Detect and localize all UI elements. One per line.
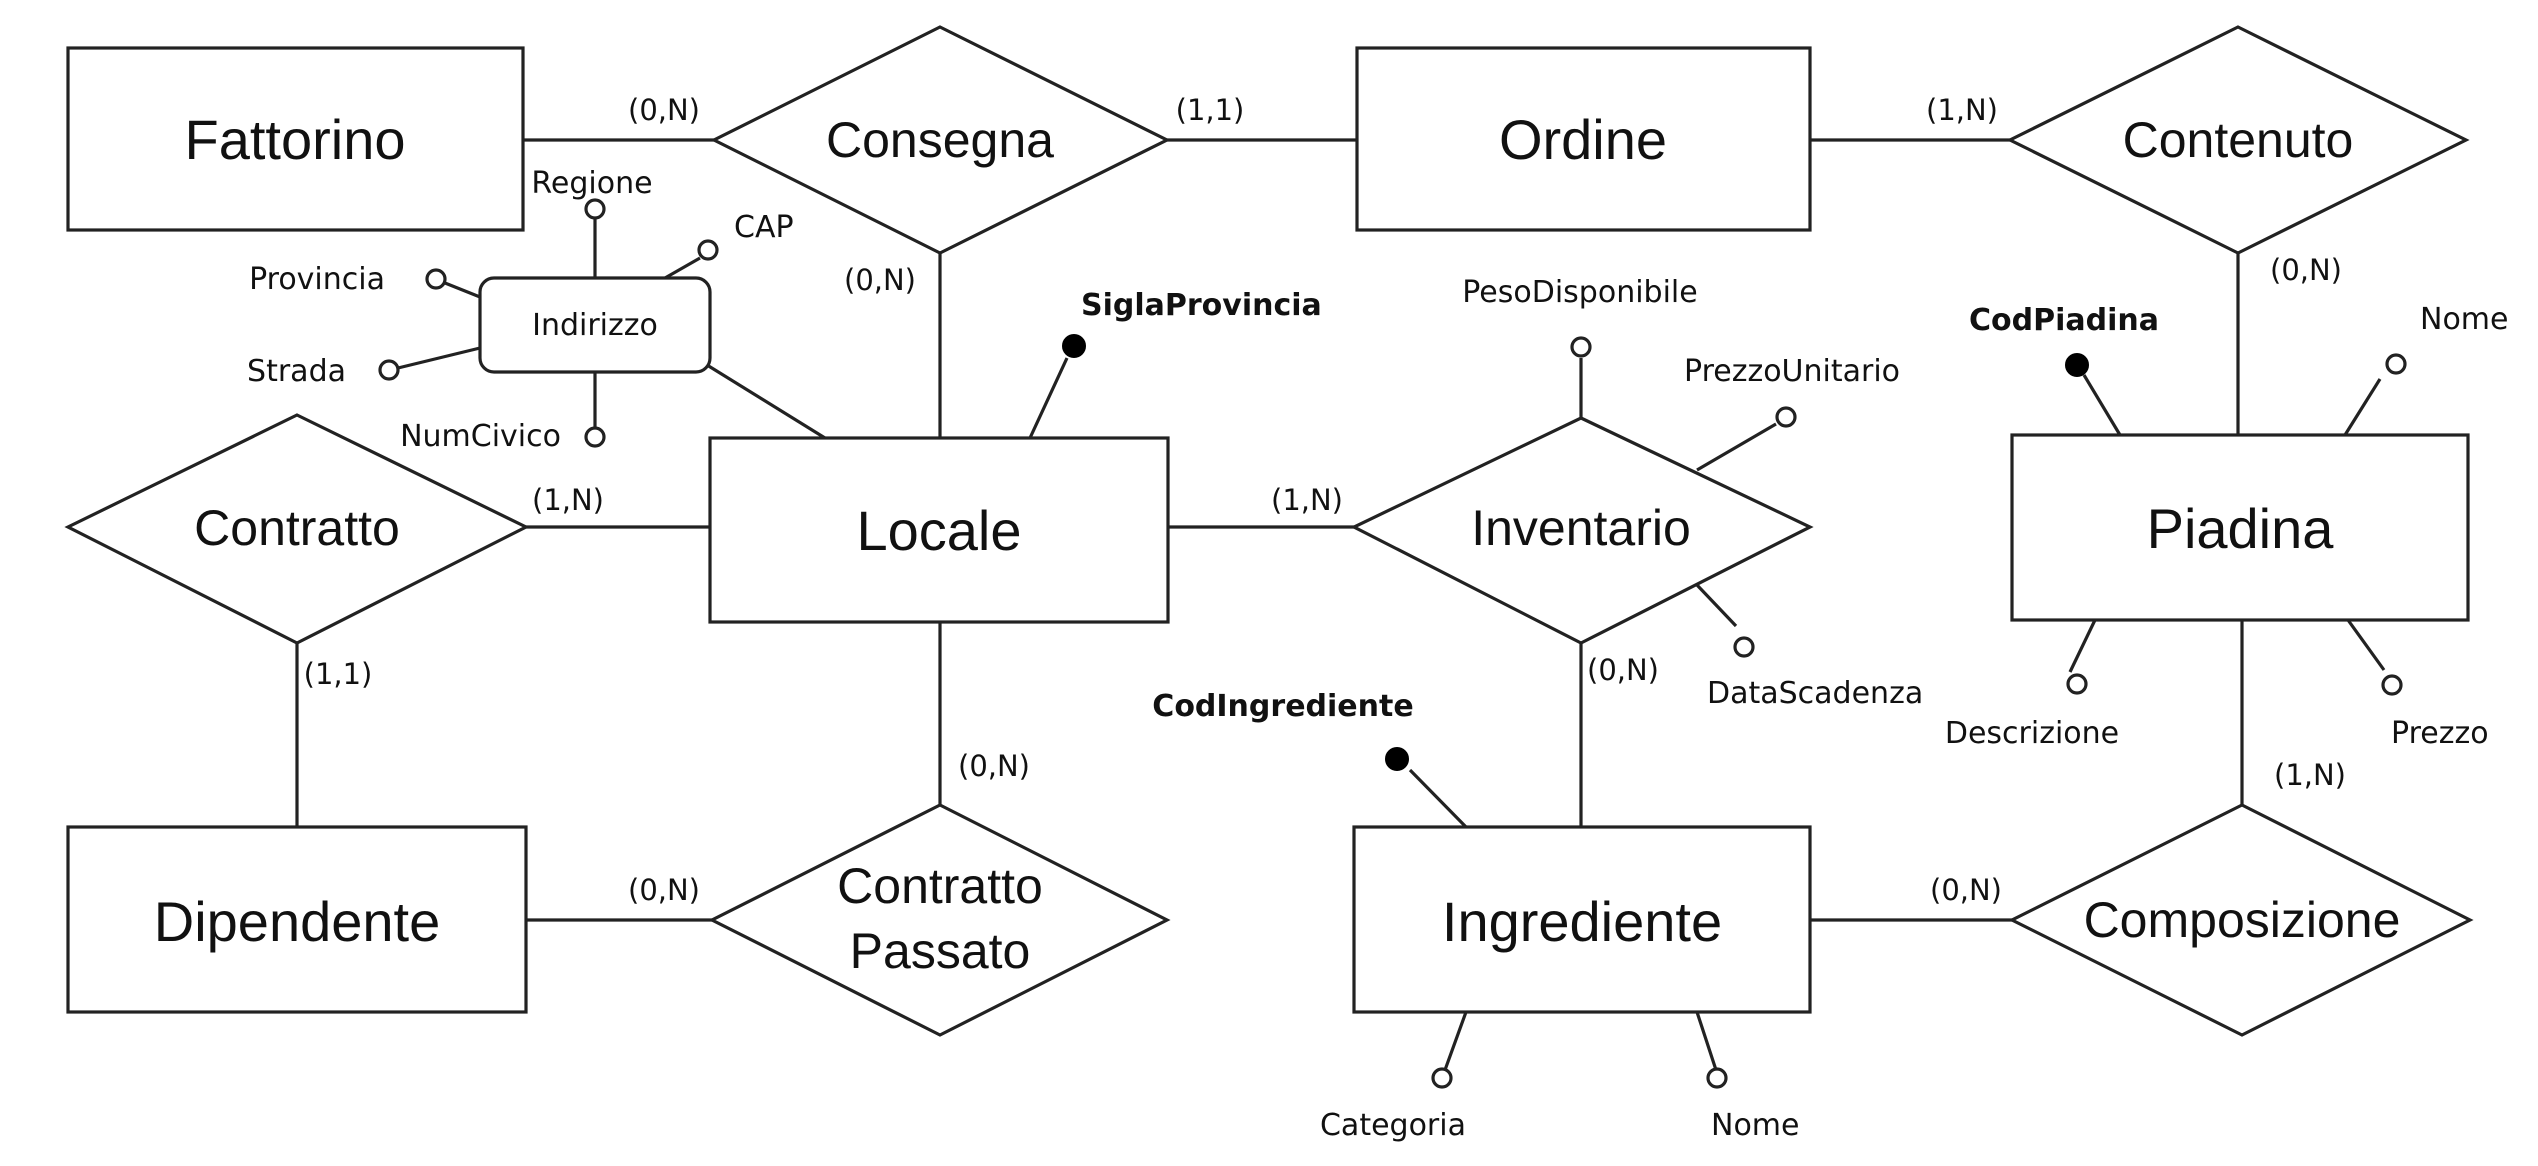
- cardinality-inventario-ingrediente: (0,N): [1587, 653, 1659, 687]
- attribute-strada-marker: [378, 359, 400, 381]
- relationship-contenuto-label: Contenuto: [2123, 112, 2354, 168]
- cardinality-consegna-ordine: (1,1): [1176, 93, 1245, 127]
- attribute-pesodisponibile-label: PesoDisponibile: [1462, 275, 1697, 310]
- attribute-provincia-marker: [425, 268, 447, 290]
- line-prezzo: [2346, 619, 2386, 671]
- attribute-categoria-label: Categoria: [1320, 1108, 1466, 1143]
- attribute-datascadenza-label: DataScadenza: [1707, 676, 1923, 711]
- entity-dipendente-label: Dipendente: [154, 890, 440, 953]
- cardinality-locale-inventario: (1,N): [1271, 483, 1343, 517]
- cardinality-locale-contrattopassato: (0,N): [958, 749, 1030, 783]
- cardinality-contratto-dipendente: (1,1): [304, 657, 373, 691]
- line-indirizzo-strada: [397, 346, 481, 370]
- relationship-composizione[interactable]: Composizione: [2008, 803, 2474, 1037]
- entity-piadina[interactable]: Piadina: [2010, 433, 2470, 622]
- attribute-strada-label: Strada: [247, 354, 346, 389]
- attribute-cap-marker: [697, 239, 719, 261]
- entity-locale-label: Locale: [856, 499, 1021, 562]
- connection-lines: [295, 138, 2386, 1071]
- line-codingrediente: [1408, 768, 1468, 829]
- relationship-consegna[interactable]: Consegna: [710, 25, 1171, 255]
- entity-piadina-label: Piadina: [2147, 497, 2335, 560]
- attribute-prezzounitario-label: PrezzoUnitario: [1684, 354, 1900, 389]
- attribute-prezzo-marker: [2381, 674, 2403, 696]
- key-attribute-codingrediente-marker: [1385, 747, 1409, 771]
- relationship-consegna-label: Consegna: [826, 112, 1054, 168]
- entity-ingrediente[interactable]: Ingrediente: [1352, 825, 1812, 1014]
- relationship-composizione-label: Composizione: [2084, 892, 2401, 948]
- relationship-contratto-passato-label-line2: Passato: [850, 923, 1031, 979]
- relationship-contratto-passato[interactable]: Contratto Passato: [708, 803, 1171, 1037]
- attribute-regione-marker: [584, 198, 606, 220]
- entity-locale[interactable]: Locale: [708, 436, 1170, 624]
- line-prezzounitario: [1696, 422, 1777, 472]
- key-attribute-codingrediente-label: CodIngrediente: [1152, 689, 1413, 724]
- composite-attribute-indirizzo[interactable]: Indirizzo: [478, 276, 712, 374]
- attribute-labels: Regione CAP Provincia Strada NumCivico S…: [247, 166, 2508, 1143]
- line-indirizzo-cap: [664, 256, 701, 280]
- attribute-datascadenza-marker: [1733, 636, 1755, 658]
- entity-fattorino-label: Fattorino: [185, 108, 406, 171]
- entity-ordine-label: Ordine: [1499, 108, 1667, 171]
- attribute-nome-piadina-marker: [2385, 353, 2407, 375]
- cardinality-ordine-contenuto: (1,N): [1926, 93, 1998, 127]
- relationship-inventario[interactable]: Inventario: [1350, 416, 1814, 645]
- line-descrizione: [2068, 619, 2097, 673]
- relationship-contratto[interactable]: Contratto: [64, 413, 530, 645]
- key-attribute-codpiadina-marker: [2065, 353, 2089, 377]
- line-nome-piadina: [2343, 378, 2382, 436]
- line-categoria: [1443, 1011, 1468, 1071]
- attribute-provincia-label: Provincia: [249, 262, 385, 297]
- entity-dipendente[interactable]: Dipendente: [66, 825, 528, 1014]
- attribute-prezzo-label: Prezzo: [2391, 716, 2489, 751]
- attribute-numcivico-label: NumCivico: [400, 419, 561, 454]
- cardinality-contratto-locale: (1,N): [532, 483, 604, 517]
- entity-ordine[interactable]: Ordine: [1355, 46, 1812, 232]
- attribute-numcivico-marker: [584, 426, 606, 448]
- attribute-regione-label: Regione: [531, 166, 652, 201]
- cardinality-consegna-locale: (0,N): [844, 263, 916, 297]
- line-siglaprovincia: [1028, 357, 1069, 439]
- line-nome-ingrediente: [1695, 1011, 1718, 1071]
- attribute-markers: [378, 198, 2407, 1089]
- attribute-descrizione-label: Descrizione: [1945, 716, 2119, 751]
- relationship-contenuto[interactable]: Contenuto: [2006, 25, 2470, 255]
- attribute-prezzounitario-marker: [1775, 406, 1797, 428]
- attribute-nome-piadina-label: Nome: [2420, 302, 2508, 337]
- cardinality-fattorino-consegna: (0,N): [628, 93, 700, 127]
- line-indirizzo-provincia: [444, 281, 481, 299]
- attribute-pesodisponibile-marker: [1570, 336, 1592, 358]
- cardinality-labels: (0,N) (1,1) (0,N) (1,N) (0,N) (1,N) (1,1…: [304, 93, 2346, 907]
- relationship-inventario-label: Inventario: [1471, 500, 1691, 556]
- composite-attribute-indirizzo-label: Indirizzo: [532, 308, 658, 343]
- entity-ingrediente-label: Ingrediente: [1442, 890, 1722, 953]
- key-attribute-siglaprovincia-marker: [1062, 334, 1086, 358]
- key-attribute-codpiadina-label: CodPiadina: [1969, 303, 2159, 338]
- relationship-contratto-label: Contratto: [194, 500, 400, 556]
- cardinality-piadina-composizione: (1,N): [2274, 758, 2346, 792]
- key-attribute-siglaprovincia-label: SiglaProvincia: [1081, 288, 1322, 323]
- attribute-categoria-marker: [1431, 1067, 1453, 1089]
- attribute-descrizione-marker: [2066, 673, 2088, 695]
- cardinality-dipendente-contrattopassato: (0,N): [628, 873, 700, 907]
- line-locale-indirizzo: [706, 363, 826, 440]
- line-datascadenza: [1695, 583, 1738, 628]
- attribute-nome-ingrediente-label: Nome: [1711, 1108, 1799, 1143]
- attribute-cap-label: CAP: [734, 210, 794, 245]
- relationship-contratto-passato-label-line1: Contratto: [837, 858, 1043, 914]
- line-codpiadina: [2082, 374, 2122, 436]
- attribute-nome-ingrediente-marker: [1706, 1067, 1728, 1089]
- cardinality-contenuto-piadina: (0,N): [2270, 253, 2342, 287]
- cardinality-ingrediente-composizione: (0,N): [1930, 873, 2002, 907]
- entity-fattorino[interactable]: Fattorino: [66, 46, 525, 232]
